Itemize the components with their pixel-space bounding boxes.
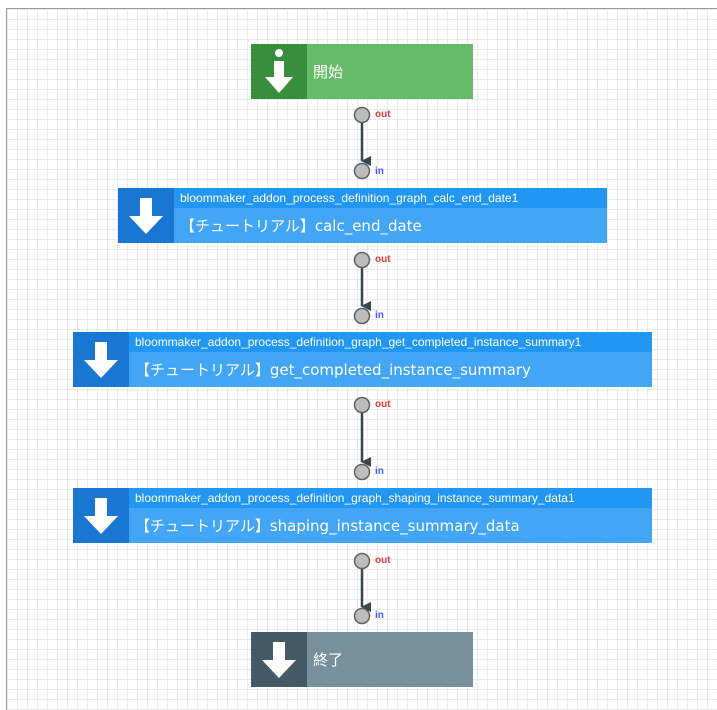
task-id-label: bloommaker_addon_process_definition_grap… bbox=[174, 188, 607, 208]
task-id-label: bloommaker_addon_process_definition_grap… bbox=[129, 332, 652, 352]
start-node[interactable]: 開始 bbox=[251, 44, 473, 99]
task-node-shaping-instance-summary-data[interactable]: bloommaker_addon_process_definition_grap… bbox=[73, 488, 652, 543]
end-arrow-icon bbox=[262, 641, 296, 678]
out-port-task1[interactable] bbox=[353, 251, 371, 269]
start-arrow-icon bbox=[265, 48, 293, 93]
start-icon-box bbox=[251, 44, 307, 99]
task-icon-box bbox=[73, 332, 129, 387]
out-port-task3[interactable] bbox=[353, 552, 371, 570]
in-port-label: in bbox=[375, 466, 384, 477]
out-port-label: out bbox=[375, 555, 391, 566]
down-arrow-icon bbox=[84, 341, 118, 378]
end-node[interactable]: 終了 bbox=[251, 632, 473, 687]
out-port-label: out bbox=[375, 399, 391, 410]
in-port-label: in bbox=[375, 310, 384, 321]
in-port-end[interactable] bbox=[353, 607, 371, 625]
in-port-task2[interactable] bbox=[353, 307, 371, 325]
task-icon-box bbox=[73, 488, 129, 543]
task-title-label: 【チュートリアル】calc_end_date bbox=[180, 217, 422, 235]
task-title-label: 【チュートリアル】get_completed_instance_summary bbox=[135, 361, 531, 379]
out-port-label: out bbox=[375, 109, 391, 120]
task-id-label: bloommaker_addon_process_definition_grap… bbox=[129, 488, 652, 508]
in-port-task3[interactable] bbox=[353, 463, 371, 481]
start-node-label: 開始 bbox=[313, 63, 344, 81]
out-port-task2[interactable] bbox=[353, 396, 371, 414]
end-icon-box bbox=[251, 632, 307, 687]
task-node-get-completed-instance-summary[interactable]: bloommaker_addon_process_definition_grap… bbox=[73, 332, 652, 387]
down-arrow-icon bbox=[84, 497, 118, 534]
in-port-label: in bbox=[375, 610, 384, 621]
task-node-calc-end-date[interactable]: bloommaker_addon_process_definition_grap… bbox=[118, 188, 607, 243]
down-arrow-icon bbox=[129, 197, 163, 234]
out-port-start[interactable] bbox=[353, 106, 371, 124]
end-node-label: 終了 bbox=[313, 651, 344, 669]
task-icon-box bbox=[118, 188, 174, 243]
out-port-label: out bbox=[375, 254, 391, 265]
task-title-label: 【チュートリアル】shaping_instance_summary_data bbox=[135, 517, 520, 535]
in-port-label: in bbox=[375, 166, 384, 177]
in-port-task1[interactable] bbox=[353, 162, 371, 180]
